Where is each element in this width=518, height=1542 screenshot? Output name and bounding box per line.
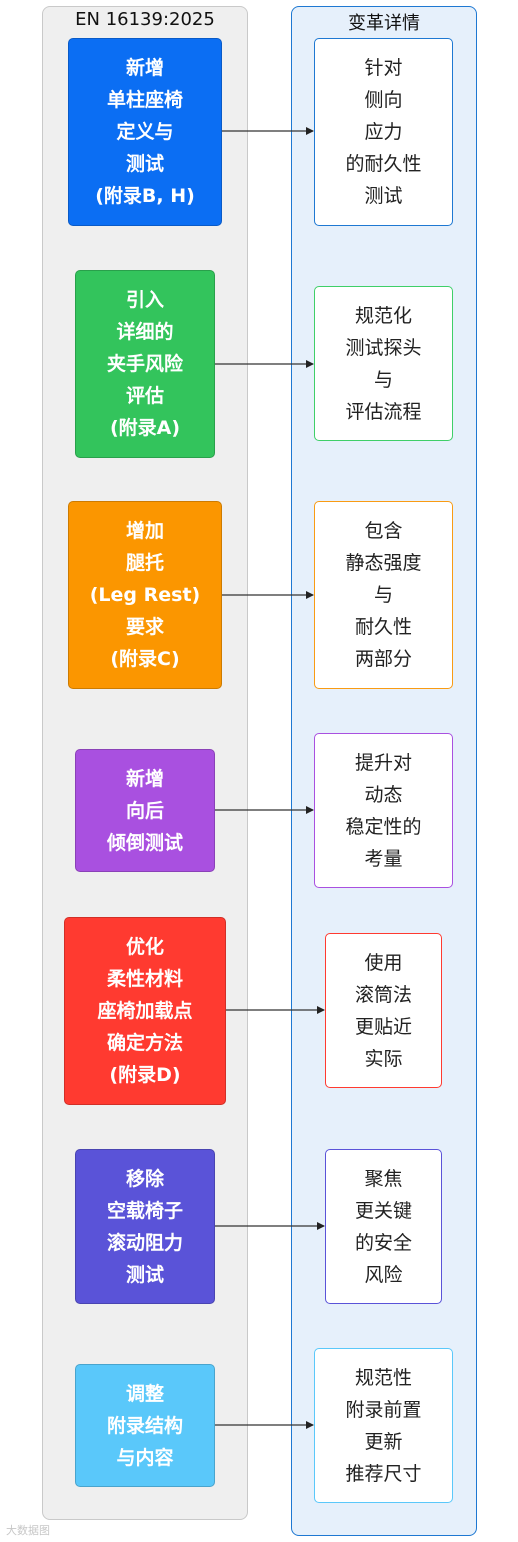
change-node-6-line: 滚动阻力 [106,1231,183,1254]
change-node-2-label: 引入详细的夹手风险评估 (附录A) [107,284,183,444]
change-node-4-line: 向后 [125,799,164,822]
detail-node-2: 规范化测试探头与评估流程 [314,286,453,441]
change-node-7-line: 调整 [125,1382,164,1405]
change-node-1-line: (附录B, H) [95,185,195,207]
change-node-7-line: 附录结构 [106,1414,183,1437]
change-node-2-line: 评估 [125,385,164,407]
change-node-5-label: 优化柔性材料座椅加载点确定方法 (附录D) [97,931,192,1091]
change-node-6-label: 移除空载椅子滚动阻力测试 [107,1163,183,1291]
change-node-5-line: 座椅加载点 [97,1000,193,1022]
detail-node-5-line: 滚筒法 [354,983,412,1006]
detail-node-6-line: 风险 [364,1263,403,1286]
detail-node-7-line: 更新 [364,1430,403,1453]
detail-node-7-line: 推荐尺寸 [345,1462,422,1485]
change-node-1: 新增单柱座椅定义与测试 (附录B, H) [68,38,222,226]
detail-node-1-line: 应力 [364,121,403,143]
detail-node-7-label: 规范性附录前置更新推荐尺寸 [345,1362,421,1490]
detail-node-1-line: 的耐久性 [345,153,422,175]
detail-node-7-line: 规范性 [354,1366,412,1389]
change-node-5: 优化柔性材料座椅加载点确定方法 (附录D) [64,917,226,1105]
change-node-1-line: 单柱座椅 [106,89,183,111]
detail-node-2-line: 规范化 [354,304,412,327]
detail-node-3: 包含静态强度与耐久性两部分 [314,501,453,689]
change-node-4-line: 倾倒测试 [106,831,183,854]
detail-node-3-line: 静态强度 [345,552,422,574]
change-node-3-line: 腿托 [125,552,164,574]
detail-node-2-line: 评估流程 [345,400,422,423]
change-node-1-line: 新增 [125,57,164,79]
change-node-3-line: 增加 [125,520,164,542]
change-node-5-line: 柔性材料 [106,968,183,990]
change-node-7: 调整附录结构与内容 [75,1364,215,1487]
detail-node-5-line: 实际 [364,1047,403,1070]
detail-node-4-line: 动态 [364,783,403,806]
change-node-2-line: 引入 [125,289,164,311]
detail-node-5-label: 使用滚筒法更贴近实际 [355,947,412,1075]
detail-node-3-line: 两部分 [354,648,412,670]
change-node-5-line: (附录D) [109,1064,181,1086]
detail-node-1-line: 侧向 [364,89,403,111]
detail-node-3-line: 耐久性 [354,616,412,638]
change-node-3-line: (附录C) [110,648,180,670]
detail-node-4-line: 稳定性的 [345,815,422,838]
detail-node-2-line: 测试探头 [345,336,422,359]
detail-node-5-line: 更贴近 [354,1015,412,1038]
change-node-6-line: 移除 [125,1167,164,1190]
change-node-3-line: 要求 [125,616,164,638]
detail-node-1-label: 针对侧向应力的耐久性测试 [345,52,421,212]
detail-node-4-line: 提升对 [354,751,412,774]
change-node-2-line: 详细的 [116,321,174,343]
change-node-6-line: 空载椅子 [106,1199,183,1222]
change-node-2-line: 夹手风险 [106,353,183,375]
detail-node-3-line: 与 [373,584,393,606]
detail-node-5-line: 使用 [364,951,403,974]
watermark: 大数据图 [6,1524,50,1537]
change-node-3-label: 增加腿托 (Leg Rest) 要求 (附录C) [90,515,200,675]
detail-node-5: 使用滚筒法更贴近实际 [325,933,442,1088]
detail-node-1: 针对侧向应力的耐久性测试 [314,38,453,226]
change-node-5-line: 确定方法 [106,1032,183,1054]
detail-node-2-line: 与 [373,368,393,391]
detail-node-4-line: 考量 [364,847,403,870]
change-node-4-label: 新增向后倾倒测试 [107,763,183,859]
standard-group-title: EN 16139:2025 [75,9,215,30]
detail-node-6-line: 的安全 [354,1231,412,1254]
change-node-1-label: 新增单柱座椅定义与测试 (附录B, H) [95,52,195,212]
detail-node-1-line: 测试 [364,185,403,207]
change-node-2-line: (附录A) [109,417,181,439]
detail-node-6: 聚焦更关键的安全风险 [325,1149,442,1304]
detail-node-2-label: 规范化测试探头与评估流程 [345,300,421,428]
change-node-2: 引入详细的夹手风险评估 (附录A) [75,270,215,458]
change-node-6: 移除空载椅子滚动阻力测试 [75,1149,215,1304]
detail-node-3-label: 包含静态强度与耐久性两部分 [345,515,421,675]
detail-node-1-line: 针对 [364,57,403,79]
change-node-1-line: 定义与 [116,121,174,143]
change-node-3-line: (Leg Rest) [89,584,201,606]
detail-node-3-line: 包含 [364,520,403,542]
change-node-7-label: 调整附录结构与内容 [107,1378,183,1474]
change-node-6-line: 测试 [125,1263,164,1286]
detail-node-7: 规范性附录前置更新推荐尺寸 [314,1348,453,1503]
change-node-4-line: 新增 [125,767,164,790]
detail-node-6-line: 聚焦 [364,1167,403,1190]
detail-node-6-line: 更关键 [354,1199,412,1222]
change-node-1-line: 测试 [125,153,164,175]
change-node-4: 新增向后倾倒测试 [75,749,215,872]
detail-node-4-label: 提升对动态稳定性的考量 [345,747,421,875]
detail-node-4: 提升对动态稳定性的考量 [314,733,453,888]
detail-node-7-line: 附录前置 [345,1398,422,1421]
detail-node-6-label: 聚焦更关键的安全风险 [355,1163,412,1291]
change-details-group-title: 变革详情 [348,13,420,34]
change-node-3: 增加腿托 (Leg Rest) 要求 (附录C) [68,501,222,689]
change-node-7-line: 与内容 [116,1446,174,1469]
change-node-5-line: 优化 [125,936,164,958]
